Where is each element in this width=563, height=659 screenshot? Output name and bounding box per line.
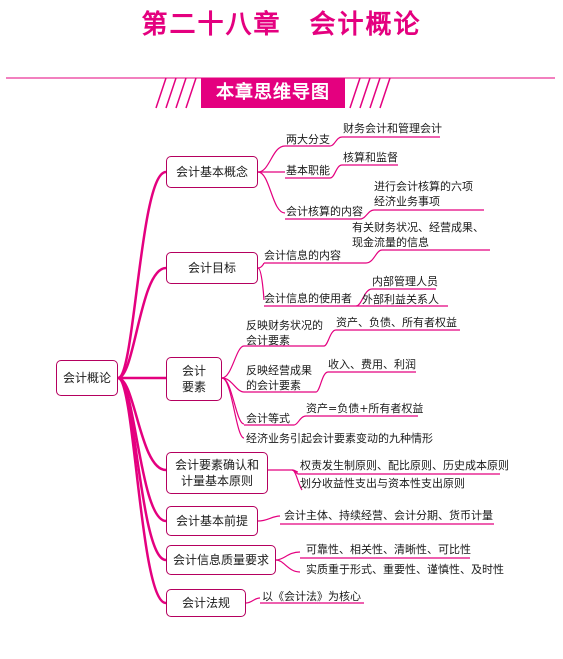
- leaf-text: 有关财务状况、经营成果、: [352, 221, 484, 234]
- leaf-text: 资产=负债+所有者权益: [306, 402, 424, 415]
- leaf-text: 内部管理人员: [372, 275, 438, 288]
- leaf-text: 现金流量的信息: [352, 236, 429, 249]
- sub-topic: 的会计要素: [246, 379, 301, 392]
- branch-node-objectives: 会计目标: [166, 252, 258, 284]
- leaf-text: 划分收益性支出与资本性支出原则: [300, 477, 465, 490]
- branch-label-line: 计量基本原则: [180, 474, 253, 488]
- branch-node-quality: 会计信息质量要求: [166, 545, 276, 575]
- branch-node-assumptions: 会计基本前提: [166, 506, 258, 536]
- branch-label: 会计基本前提: [175, 513, 248, 528]
- leaf-text: 实质重于形式、重要性、谨慎性、及时性: [306, 563, 504, 576]
- branch-label-line: 要素: [181, 380, 206, 394]
- branch-label: 会计法规: [181, 595, 230, 610]
- leaf-text: 财务会计和管理会计: [343, 122, 442, 135]
- sub-topic: 经济业务引起会计要素变动的九种情形: [246, 432, 433, 445]
- leaf-text: 收入、费用、利润: [328, 358, 416, 371]
- sub-topic: 会计信息的内容: [264, 249, 341, 262]
- leaf-text: 进行会计核算的六项: [374, 180, 473, 193]
- sub-topic: 会计等式: [246, 412, 290, 425]
- root-node: 会计概论: [56, 360, 118, 396]
- mindmap-banner: 本章思维导图: [201, 78, 345, 108]
- branch-node-elements: 会计 要素: [166, 357, 222, 401]
- branch-label: 会计基本概念: [175, 164, 248, 179]
- branch-label: 会计信息质量要求: [172, 552, 269, 567]
- branch-node-regulations: 会计法规: [166, 589, 246, 617]
- sub-topic: 反映财务状况的: [246, 319, 323, 332]
- sub-topic: 会计核算的内容: [286, 205, 363, 218]
- leaf-text: 权责发生制原则、配比原则、历史成本原则: [300, 459, 509, 472]
- leaf-text: 核算和监督: [343, 151, 398, 164]
- sub-topic: 反映经营成果: [246, 364, 312, 377]
- leaf-text: 经济业务事项: [374, 195, 440, 208]
- sub-topic: 两大分支: [286, 133, 330, 146]
- root-label: 会计概论: [62, 370, 111, 385]
- sub-topic: 会计要素: [246, 334, 290, 347]
- sub-topic: 基本职能: [286, 164, 330, 177]
- branch-label: 会计目标: [187, 260, 236, 275]
- branch-label-line: 会计: [181, 363, 206, 378]
- leaf-text: 外部利益关系人: [362, 293, 439, 306]
- leaf-text: 可靠性、相关性、清晰性、可比性: [306, 543, 471, 556]
- branch-label-line: 会计要素确认和: [174, 457, 259, 472]
- leaf-text: 资产、负债、所有者权益: [336, 316, 457, 329]
- branch-node-principles: 会计要素确认和 计量基本原则: [166, 452, 268, 494]
- branch-node-basic-concepts: 会计基本概念: [166, 156, 258, 188]
- leaf-text: 以《会计法》为核心: [262, 590, 361, 603]
- leaf-text: 会计主体、持续经营、会计分期、货币计量: [284, 509, 493, 522]
- sub-topic: 会计信息的使用者: [264, 292, 352, 305]
- chapter-title: 第二十八章 会计概论: [141, 10, 422, 40]
